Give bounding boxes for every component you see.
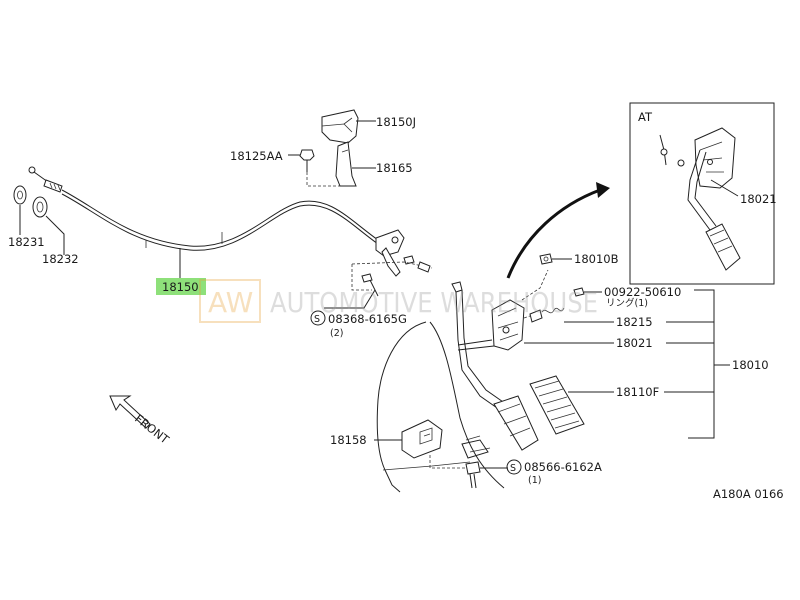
screw-s-08368: S xyxy=(314,314,320,325)
inset-arrow-head xyxy=(596,182,610,198)
at-pedal-drawing xyxy=(659,127,741,271)
watermark-logo-box xyxy=(199,279,261,323)
screw-symbol-08566 xyxy=(506,459,522,475)
screw-symbol-08368 xyxy=(310,310,326,326)
watermark: AW AUTOMOTIVE WAREHOUSE xyxy=(199,279,598,323)
diagram-code: A180A 0166 xyxy=(713,487,784,501)
part-18150j[interactable]: 18150J xyxy=(376,115,416,129)
part-18150[interactable]: 18150 xyxy=(162,280,199,294)
part-00922-sub: リング(1) xyxy=(606,297,648,309)
clip-00922 xyxy=(573,287,585,297)
pedal-pad-18110f xyxy=(529,375,585,435)
watermark-logo: AW xyxy=(208,286,253,319)
part-18125aa[interactable]: 18125AA xyxy=(230,149,283,163)
part-18165[interactable]: 18165 xyxy=(376,161,413,175)
bolt-08368 xyxy=(361,273,379,297)
part-18021[interactable]: 18021 xyxy=(616,336,653,350)
bolt-18125aa xyxy=(299,149,315,172)
grommet-18232 xyxy=(32,196,48,218)
stopper-18158 xyxy=(401,419,443,459)
accelerator-cable-18150 xyxy=(28,166,379,251)
accelerator-lever xyxy=(451,281,507,411)
bracket-18150j xyxy=(321,109,359,144)
part-18231[interactable]: 18231 xyxy=(8,235,45,249)
inset-arrow xyxy=(506,188,601,279)
part-08566-qty: (1) xyxy=(528,475,541,486)
watermark-text: AUTOMOTIVE WAREHOUSE xyxy=(270,286,598,319)
at-inset-box xyxy=(629,102,775,285)
part-18150-highlight xyxy=(156,278,206,295)
part-08566[interactable]: 08566-6162A xyxy=(524,460,602,474)
pedal-pad xyxy=(493,395,539,451)
part-18158[interactable]: 18158 xyxy=(330,433,367,447)
nut-18010b xyxy=(539,253,553,265)
part-18215[interactable]: 18215 xyxy=(616,315,653,329)
pedal-bracket-18021 xyxy=(457,299,525,351)
clip-18231 xyxy=(13,185,27,205)
front-arrow xyxy=(109,395,151,429)
bolt-08566 xyxy=(465,461,481,489)
spring-18215 xyxy=(529,307,565,323)
assembly-bracket xyxy=(664,289,730,439)
part-18010b[interactable]: 18010B xyxy=(574,252,619,266)
front-label: FRONT xyxy=(132,411,172,447)
part-18110f[interactable]: 18110F xyxy=(616,385,659,399)
part-00922[interactable]: 00922-50610 xyxy=(604,285,681,299)
at-inset-label: AT xyxy=(638,110,653,124)
part-08368[interactable]: 08368-6165G xyxy=(328,312,407,326)
part-18010[interactable]: 18010 xyxy=(732,358,769,372)
screw-s-08566: S xyxy=(510,463,516,474)
part-18021-at[interactable]: 18021 xyxy=(740,192,777,206)
bracket-18165 xyxy=(335,141,357,187)
cable-end-bracket xyxy=(375,229,415,277)
part-18232[interactable]: 18232 xyxy=(42,252,79,266)
part-08368-qty: (2) xyxy=(330,328,343,339)
